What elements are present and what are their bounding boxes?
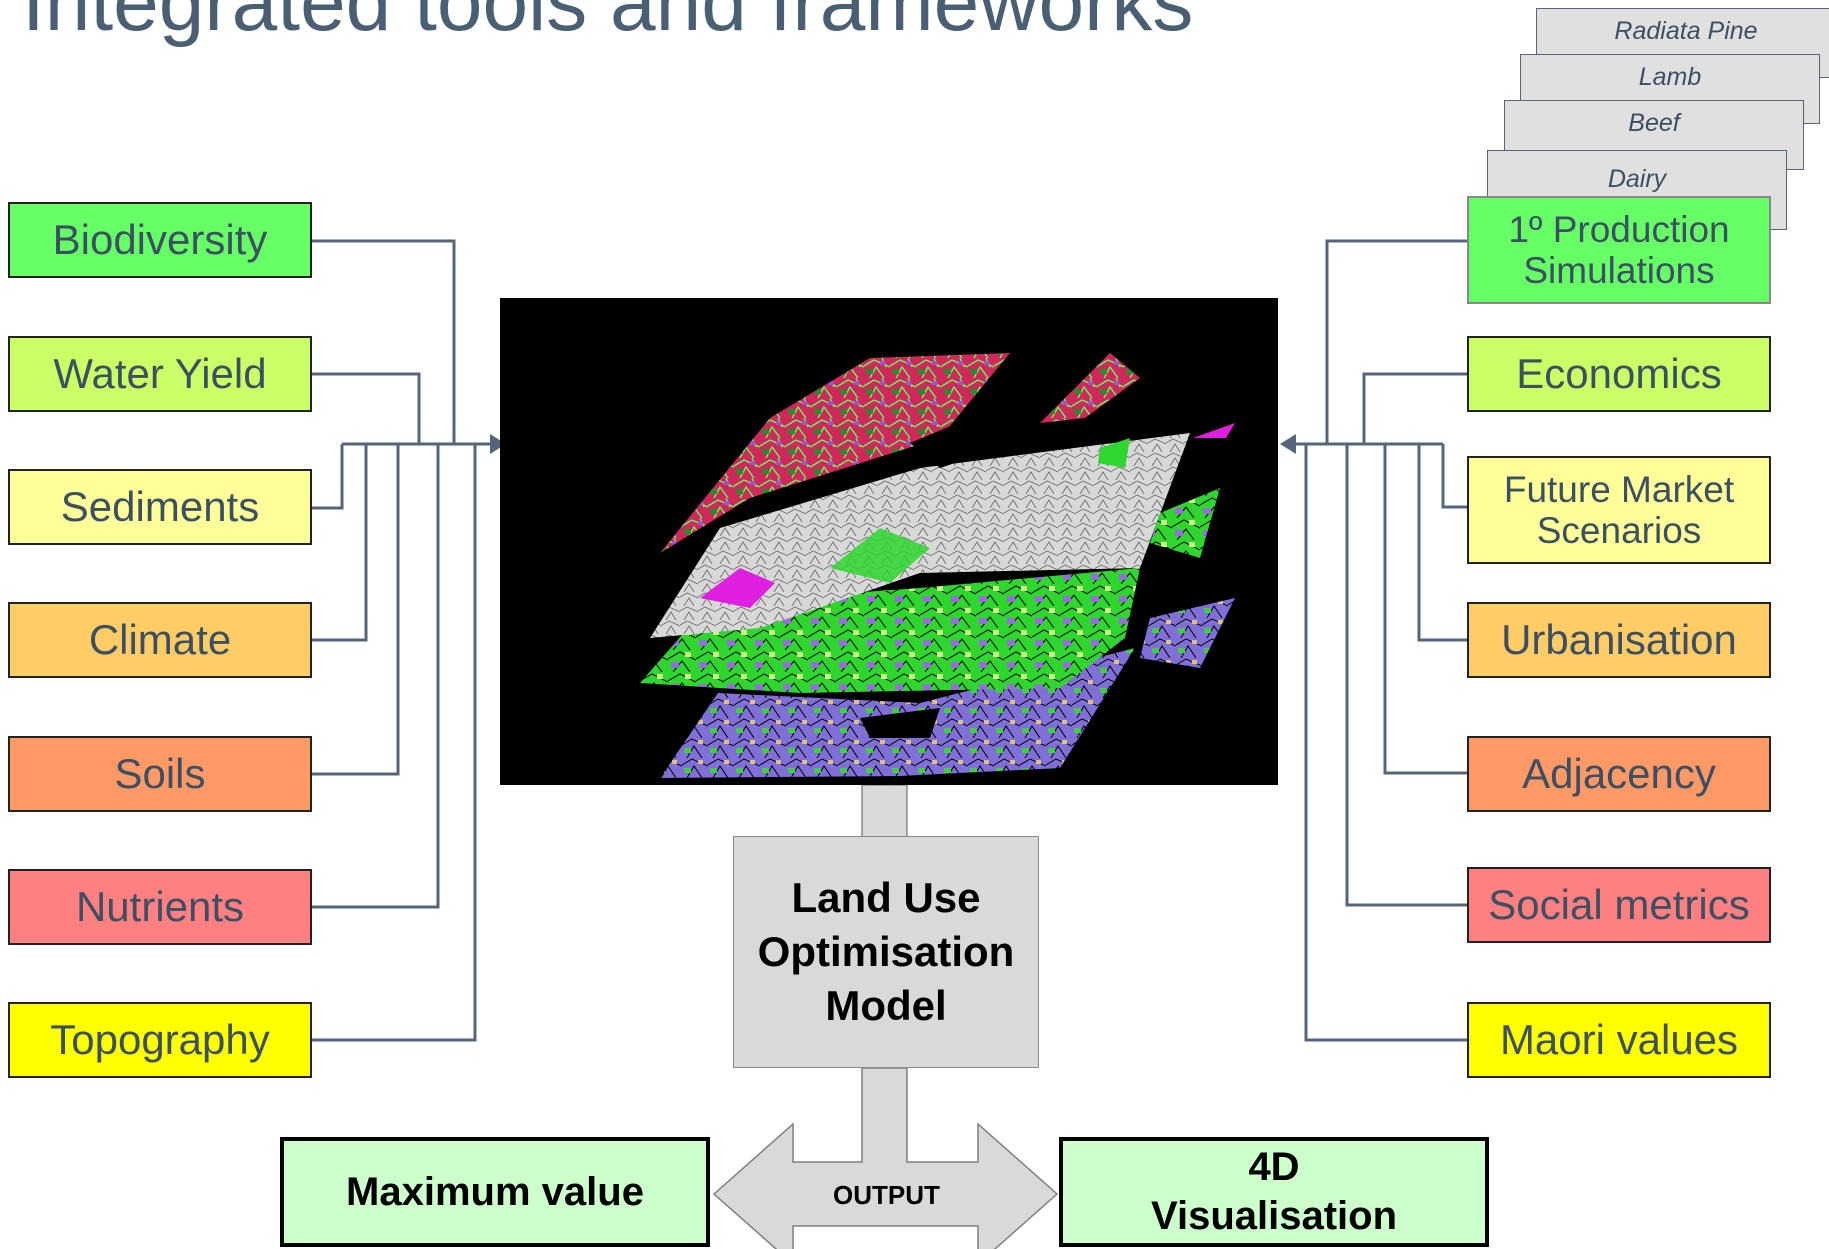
output-4d-visualisation: 4D Visualisation xyxy=(1059,1137,1489,1247)
input-box-nutrients: Nutrients xyxy=(8,869,312,945)
map-model-connector xyxy=(861,784,908,838)
page-title: Integrated tools and frameworks xyxy=(22,0,1194,48)
input-box-urbanisation: Urbanisation xyxy=(1467,602,1771,678)
input-box-adjacency: Adjacency xyxy=(1467,736,1771,812)
output-arrow xyxy=(712,1067,1059,1249)
land-use-optimisation-model: Land Use Optimisation Model xyxy=(733,836,1039,1068)
input-box-sediments: Sediments xyxy=(8,469,312,545)
input-box-topography: Topography xyxy=(8,1002,312,1078)
output-arrow-label: OUTPUT xyxy=(833,1180,940,1210)
output-maximum-value: Maximum value xyxy=(280,1137,710,1247)
input-box-economics: Economics xyxy=(1467,336,1771,412)
input-box-climate: Climate xyxy=(8,602,312,678)
input-box-production-simulations: 1º Production Simulations xyxy=(1467,196,1771,304)
input-box-future-market-scenarios: Future Market Scenarios xyxy=(1467,456,1771,564)
input-box-social-metrics: Social metrics xyxy=(1467,867,1771,943)
input-box-water-yield: Water Yield xyxy=(8,336,312,412)
input-box-biodiversity: Biodiversity xyxy=(8,202,312,278)
gis-layers-image xyxy=(500,298,1278,785)
input-box-soils: Soils xyxy=(8,736,312,812)
input-box-maori-values: Maori values xyxy=(1467,1002,1771,1078)
